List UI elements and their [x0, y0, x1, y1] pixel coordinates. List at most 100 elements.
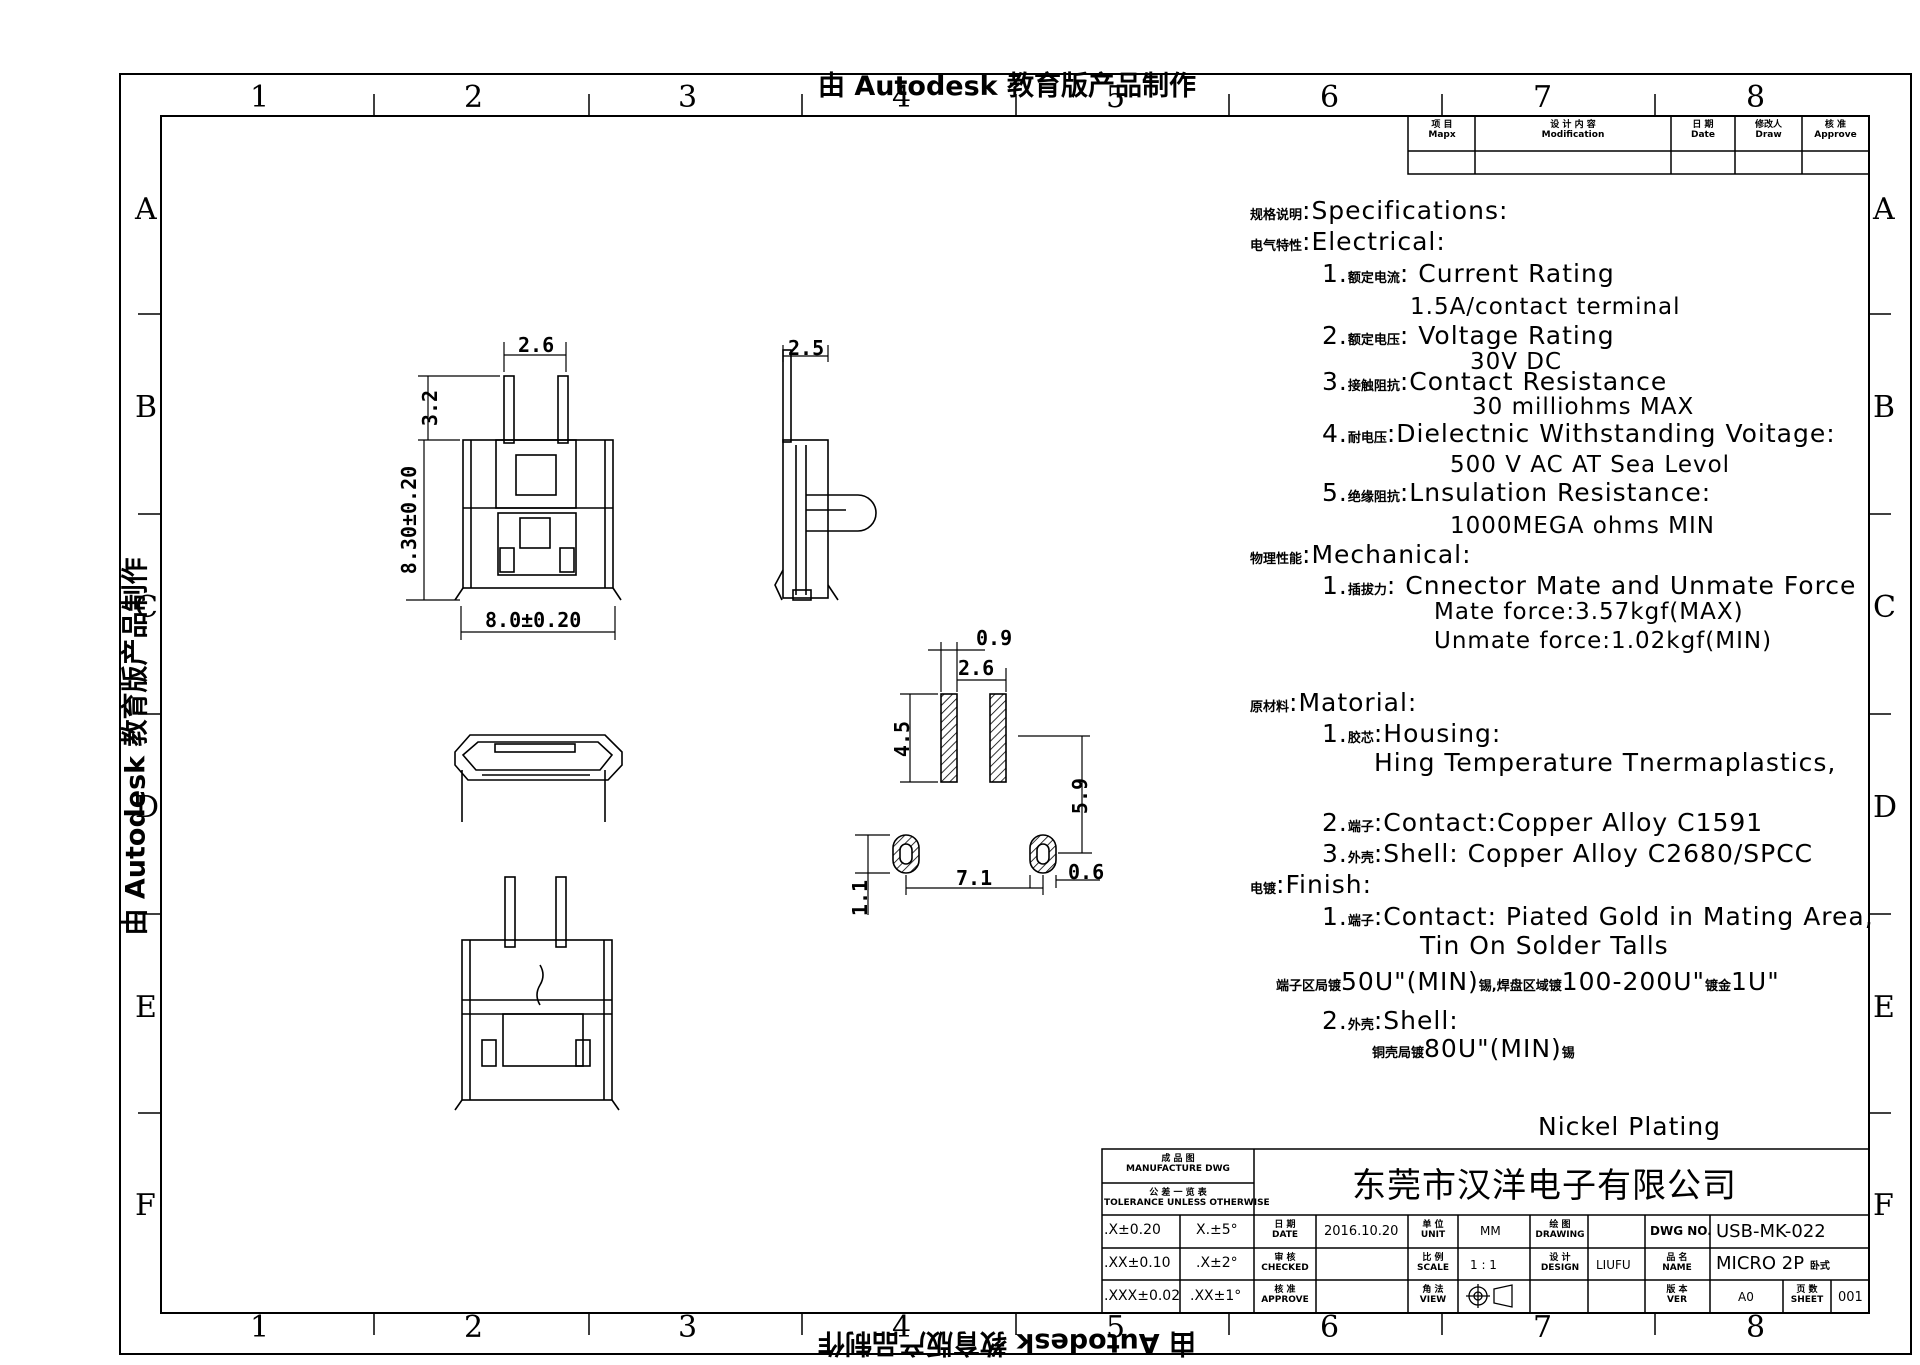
grid-row-e-left: E [135, 990, 157, 1025]
pcb-dimensions [855, 642, 1100, 915]
spec-contact-plating: 端子区局镀50U"(MIN)锡,焊盘区域镀100-200U"镀金1U" [1276, 967, 1780, 996]
spec-insulation: 5.绝缘阻抗:Lnsulation Resistance: [1322, 478, 1712, 507]
spec-current-rating: 1.额定电流: Current Rating [1322, 259, 1615, 288]
dim-pcb-hole-height: 1.1 [848, 879, 873, 917]
dwg-no-value: USB-MK-022 [1716, 1221, 1826, 1242]
spec-specifications: 规格说明:Specifications: [1250, 196, 1509, 225]
grid-ticks [138, 94, 1891, 1335]
dim-front-height: 8.30±0.20 [397, 465, 422, 575]
dim-pcb-pad-gap: 2.6 [958, 656, 995, 680]
design-value: LIUFU [1596, 1258, 1631, 1272]
spec-material: 原材料:Matorial: [1250, 688, 1418, 717]
spec-mate-force-value: Mate force:3.57kgf(MAX) [1434, 599, 1744, 625]
date-value: 2016.10.20 [1324, 1224, 1399, 1239]
spec-voltage-value: 30V DC [1470, 349, 1563, 375]
grid-col-2-bottom: 2 [464, 1310, 484, 1345]
grid-row-d-left: D [135, 790, 160, 825]
grid-col-3-bottom: 3 [678, 1310, 698, 1345]
grid-col-3-top: 3 [678, 80, 698, 115]
dim-pcb-hole-spacing: 7.1 [956, 866, 993, 890]
bottom-view [454, 734, 623, 822]
grid-row-c-left: C [135, 590, 158, 625]
tol-linear-1: .X±0.20 [1104, 1222, 1161, 1238]
grid-col-6-bottom: 6 [1320, 1310, 1340, 1345]
grid-col-7-bottom: 7 [1533, 1310, 1553, 1345]
spec-shell-material: 3.外壳:Shell: Copper Alloy C2680/SPCC [1322, 839, 1814, 868]
grid-col-4-top: 4 [892, 80, 912, 115]
grid-col-1-bottom: 1 [250, 1310, 270, 1345]
spec-electrical: 电气特性:Electrical: [1250, 227, 1446, 256]
tol-linear-3: .XXX±0.02 [1104, 1288, 1181, 1304]
company-name: 东莞市汉洋电子有限公司 [1352, 1166, 1737, 1206]
side-view-dimensions [782, 345, 829, 362]
grid-row-a-right: A [1873, 192, 1895, 227]
unit-value: MM [1480, 1224, 1501, 1238]
spec-unmate-force-value: Unmate force:1.02kgf(MIN) [1434, 628, 1773, 654]
grid-col-2-top: 2 [464, 80, 484, 115]
spec-mechanical: 物理性能:Mechanical: [1250, 540, 1472, 569]
grid-col-8-top: 8 [1746, 80, 1766, 115]
dim-front-pin-height: 3.2 [418, 389, 443, 427]
side-view [774, 349, 877, 601]
spec-dielectric-value: 500 V AC AT Sea Levol [1450, 452, 1731, 478]
dim-pcb-pad-length: 4.5 [890, 720, 915, 758]
revision-table [1407, 115, 1870, 175]
outer-frame [119, 73, 1912, 1355]
watermark-top: 由 Autodesk 教育版产品制作 [818, 71, 1197, 102]
back-view [454, 876, 620, 1111]
dwg-no-label: DWG NO. [1650, 1224, 1712, 1238]
dim-pcb-pad-width: 0.9 [976, 626, 1013, 650]
grid-col-5-bottom: 5 [1106, 1310, 1126, 1345]
spec-nickel-plating: Nickel Plating [1538, 1112, 1722, 1141]
spec-dielectric: 4.耐电压:Dielectnic Withstanding Voitage: [1322, 419, 1836, 448]
spec-insulation-value: 1000MEGA ohms MIN [1450, 513, 1715, 539]
spec-resistance-value: 30 milliohms MAX [1472, 394, 1695, 420]
watermark-bottom: 由 Autodesk 教育版产品制作 [818, 1327, 1197, 1358]
spec-contact-material: 2.端子:Contact:Copper Alloy C1591 [1322, 808, 1764, 837]
projection-symbol [1466, 1284, 1513, 1308]
spec-housing-value: Hing Temperature Tnermaplastics, [1374, 748, 1837, 777]
grid-row-b-right: B [1873, 390, 1896, 425]
tol-angle-1: X.±5° [1196, 1222, 1238, 1238]
spec-contact-finish-2: Tin On Solder Talls [1420, 931, 1669, 960]
grid-row-a-left: A [135, 192, 157, 227]
dim-front-pin-spacing: 2.6 [518, 333, 555, 357]
title-block-lines [1101, 1148, 1870, 1314]
tol-linear-2: .XX±0.10 [1104, 1255, 1171, 1271]
grid-row-f-left: F [135, 1188, 156, 1223]
grid-col-8-bottom: 8 [1746, 1310, 1766, 1345]
grid-col-5-top: 5 [1106, 80, 1126, 115]
watermark-right: 由 Autodesk 教育版产品制作 [1916, 557, 1920, 936]
grid-col-6-top: 6 [1320, 80, 1340, 115]
watermark-left: 由 Autodesk 教育版产品制作 [120, 557, 152, 936]
scale-value: 1 : 1 [1470, 1258, 1497, 1272]
pcb-layout [892, 693, 1057, 874]
pcb-pad-left [940, 693, 958, 783]
pcb-pad-right [989, 693, 1007, 783]
name-value: MICRO 2P 卧式 [1716, 1253, 1830, 1274]
tol-angle-2: .X±2° [1196, 1255, 1238, 1271]
spec-contact-resistance: 3.接触阻抗:Contact Resistance [1322, 367, 1668, 396]
dim-side-thickness: 2.5 [788, 336, 825, 360]
front-view [454, 375, 622, 601]
grid-row-c-right: C [1873, 590, 1896, 625]
dim-front-width: 8.0±0.20 [485, 608, 582, 632]
spec-mate-force: 1.插拔力: Cnnector Mate and Unmate Force [1322, 571, 1857, 600]
sheet-value: 001 [1838, 1290, 1863, 1305]
